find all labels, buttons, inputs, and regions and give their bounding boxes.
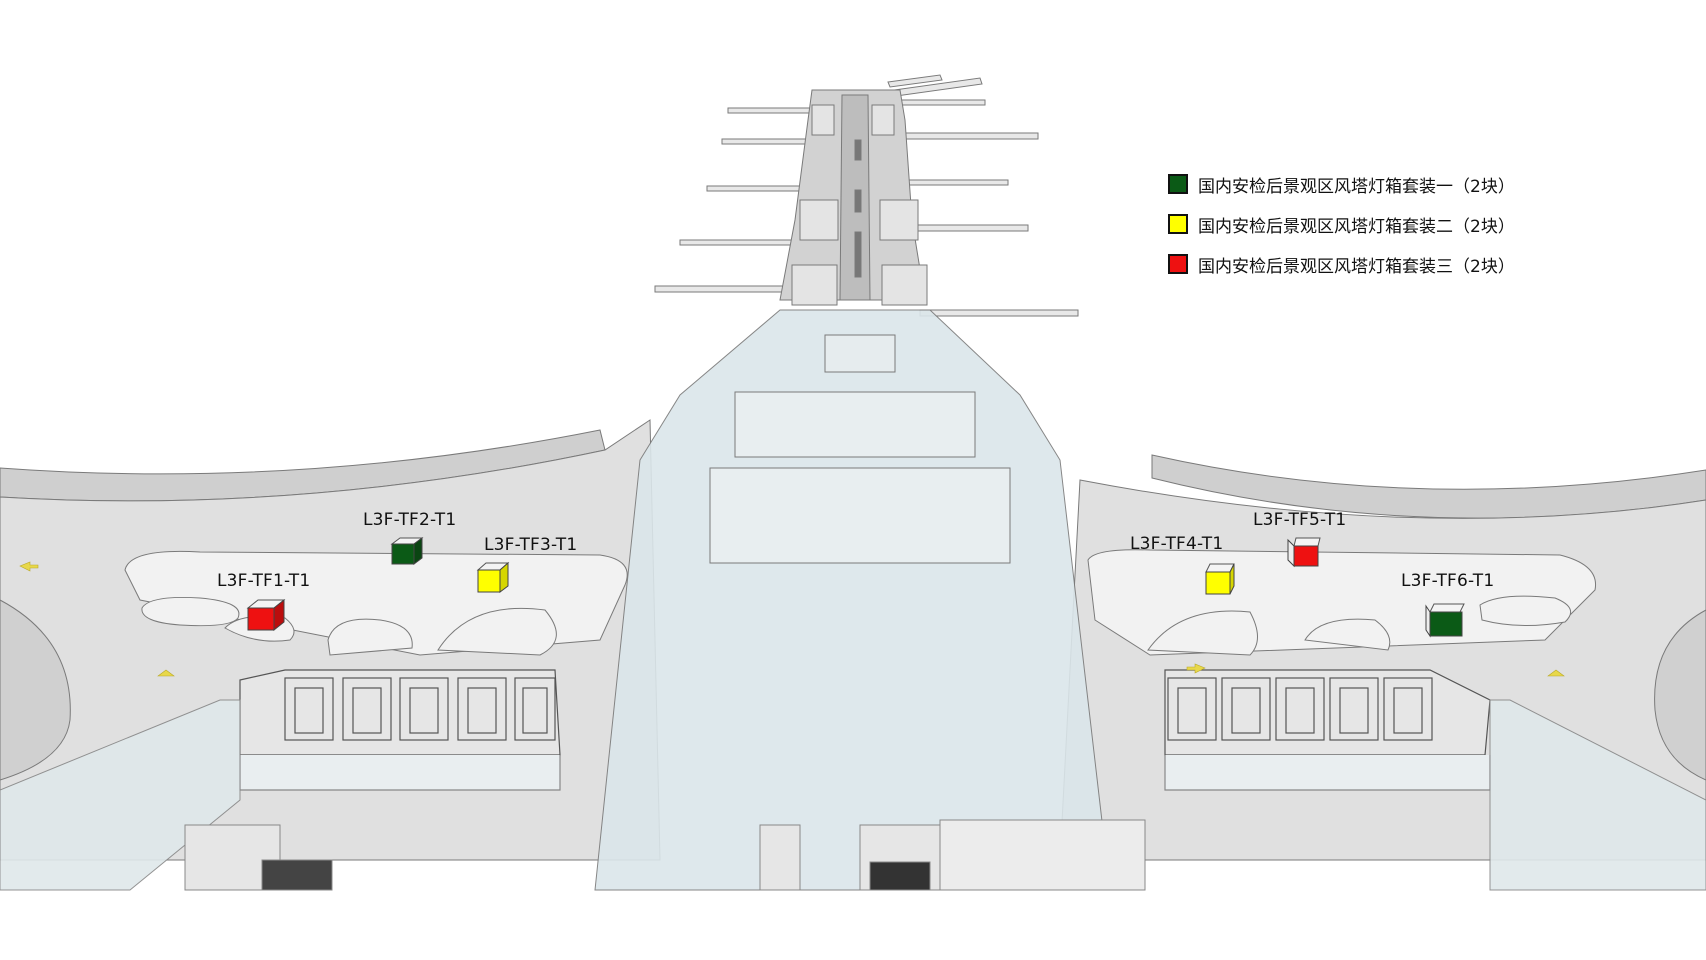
light-box-marker-tf1[interactable] <box>246 598 286 632</box>
light-box-marker-tf6[interactable] <box>1425 603 1465 638</box>
security-lanes-left <box>239 669 561 791</box>
marker-label-tf1: L3F-TF1-T1 <box>217 571 311 591</box>
legend-item-1: 国内安检后景观区风塔灯箱套装一（2块） <box>1168 166 1598 202</box>
light-box-marker-tf5[interactable] <box>1287 537 1321 568</box>
pier-structure <box>654 74 1079 317</box>
light-box-marker-tf3[interactable] <box>476 561 510 593</box>
legend-swatch-yellow <box>1168 214 1188 234</box>
marker-label-tf6: L3F-TF6-T1 <box>1401 571 1495 591</box>
legend-label-3: 国内安检后景观区风塔灯箱套装三（2块） <box>1198 256 1515 277</box>
legend-label-1: 国内安检后景观区风塔灯箱套装一（2块） <box>1198 176 1515 197</box>
legend-swatch-green <box>1168 174 1188 194</box>
legend-item-2: 国内安检后景观区风塔灯箱套装二（2块） <box>1168 206 1598 242</box>
landscape-islands-right <box>1087 549 1597 656</box>
legend: 国内安检后景观区风塔灯箱套装一（2块） 国内安检后景观区风塔灯箱套装二（2块） … <box>1168 166 1598 286</box>
legend-swatch-red <box>1168 254 1188 274</box>
light-box-marker-tf4[interactable] <box>1205 563 1235 595</box>
direction-arrows <box>19 561 1565 677</box>
marker-label-tf5: L3F-TF5-T1 <box>1253 510 1347 530</box>
light-box-marker-tf2[interactable] <box>390 537 424 565</box>
security-lanes-right <box>1164 669 1491 791</box>
marker-label-tf3: L3F-TF3-T1 <box>484 535 578 555</box>
legend-label-2: 国内安检后景观区风塔灯箱套装二（2块） <box>1198 216 1515 237</box>
lower-structures <box>0 699 1706 891</box>
marker-label-tf2: L3F-TF2-T1 <box>363 510 457 530</box>
marker-label-tf4: L3F-TF4-T1 <box>1130 534 1224 554</box>
legend-item-3: 国内安检后景观区风塔灯箱套装三（2块） <box>1168 246 1598 282</box>
